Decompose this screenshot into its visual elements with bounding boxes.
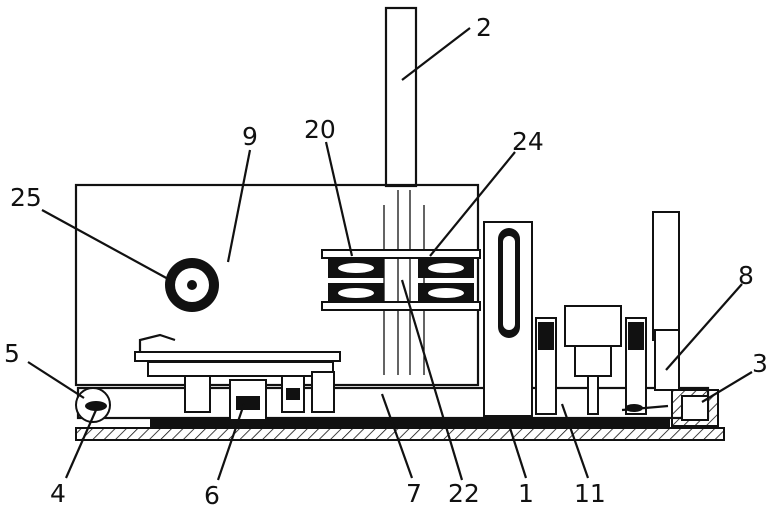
leader-11 bbox=[560, 403, 590, 479]
feed-block bbox=[311, 371, 335, 413]
left-roller-hub bbox=[85, 401, 107, 411]
feed-block-dark bbox=[286, 388, 300, 400]
label-1: 1 bbox=[518, 479, 534, 508]
clamp-slot bbox=[428, 263, 464, 273]
press-body bbox=[574, 345, 612, 377]
feed-table-lower bbox=[147, 361, 334, 377]
bracket-clamp bbox=[628, 322, 644, 350]
clamp-slot bbox=[338, 288, 374, 298]
bracket-clamp bbox=[538, 322, 554, 350]
feed-block bbox=[184, 375, 211, 413]
leader-24 bbox=[429, 151, 516, 257]
label-6: 6 bbox=[204, 481, 220, 510]
leader-4 bbox=[64, 409, 98, 479]
leader-2 bbox=[226, 149, 252, 263]
press-head bbox=[564, 305, 622, 347]
feed-table bbox=[134, 351, 341, 362]
clamp-slot bbox=[428, 288, 464, 298]
label-25: 25 bbox=[10, 183, 42, 212]
label-3: 3 bbox=[752, 349, 768, 378]
base-plate bbox=[75, 427, 725, 441]
upright-slot-inner bbox=[503, 236, 515, 330]
leader-25 bbox=[41, 209, 171, 281]
label-9: 20 bbox=[304, 115, 336, 144]
leader-22 bbox=[400, 279, 464, 481]
feed-arm bbox=[138, 333, 176, 352]
label-22: 22 bbox=[448, 479, 480, 508]
leader-9 bbox=[324, 141, 354, 257]
leader-5 bbox=[27, 361, 85, 399]
leader-8 bbox=[665, 283, 743, 371]
main-housing bbox=[74, 183, 480, 387]
right-upright-base bbox=[654, 329, 680, 391]
leader-1 bbox=[508, 427, 528, 479]
clamp-bar-bottom bbox=[321, 301, 481, 311]
right-upright bbox=[652, 211, 680, 341]
label-5: 5 bbox=[4, 339, 20, 368]
label-2: 9 bbox=[242, 122, 258, 151]
clamp-slot bbox=[338, 263, 374, 273]
leader-6 bbox=[216, 403, 246, 481]
vertical-column bbox=[384, 6, 418, 188]
leader-7 bbox=[380, 393, 414, 479]
press-rod bbox=[587, 375, 599, 415]
leader-3 bbox=[701, 371, 753, 403]
label-7: 7 bbox=[406, 479, 422, 508]
wheel-hub bbox=[187, 280, 197, 290]
label-24: 24 bbox=[512, 127, 544, 156]
leader-20 bbox=[401, 27, 471, 81]
guide-plate bbox=[76, 386, 710, 420]
clamp-bar-top bbox=[321, 249, 481, 259]
label-20: 2 bbox=[476, 13, 492, 42]
label-4: 4 bbox=[50, 479, 66, 508]
feed-block-dark bbox=[236, 396, 260, 410]
base-rail bbox=[150, 419, 670, 427]
label-8: 8 bbox=[738, 261, 754, 290]
lever-pivot bbox=[625, 404, 643, 412]
label-11: 11 bbox=[574, 479, 606, 508]
